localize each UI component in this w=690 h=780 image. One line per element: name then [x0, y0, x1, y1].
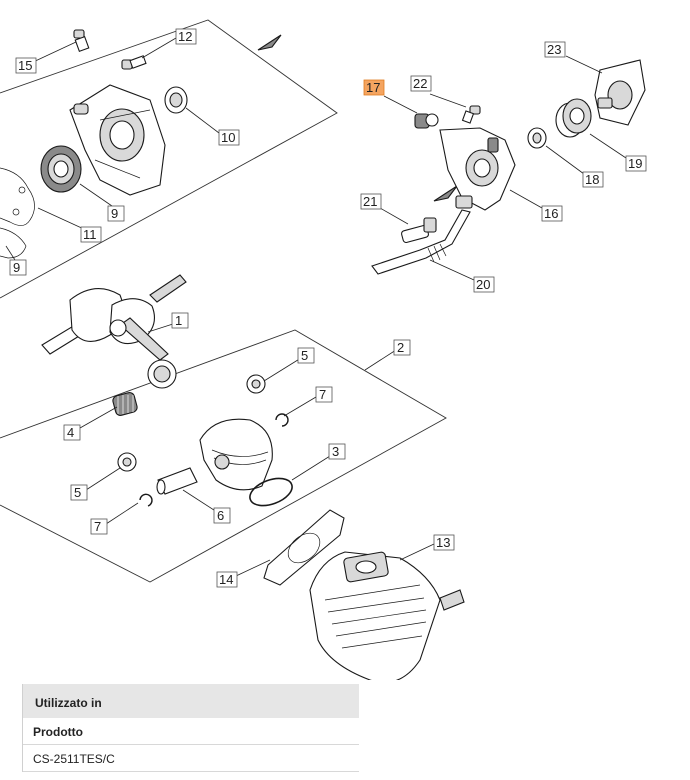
exploded-parts-diagram: 1 2 3 4 5 5 6 7 7 9 9 10	[0, 19, 647, 680]
svg-text:22: 22	[413, 76, 427, 91]
bearing-part-9-lower[interactable]	[0, 227, 27, 259]
callout-18[interactable]: 18	[582, 171, 604, 188]
svg-text:21: 21	[363, 194, 377, 209]
oil-pump-part-16[interactable]	[439, 127, 516, 211]
callout-23[interactable]: 23	[544, 41, 566, 58]
svg-text:10: 10	[221, 130, 235, 145]
bearing-part-9[interactable]	[40, 145, 82, 193]
product-row[interactable]: CS-2511TES/C	[23, 745, 359, 772]
callout-3[interactable]: 3	[328, 443, 346, 460]
screw-part-15[interactable]	[73, 29, 90, 53]
svg-text:17: 17	[366, 80, 380, 95]
svg-text:20: 20	[476, 277, 490, 292]
callout-7-lower[interactable]: 7	[90, 518, 108, 535]
callout-14[interactable]: 14	[216, 571, 238, 588]
piston-pin-part-6[interactable]	[156, 467, 198, 495]
svg-text:3: 3	[332, 444, 339, 459]
callout-4[interactable]: 4	[63, 424, 81, 441]
svg-text:5: 5	[301, 348, 308, 363]
circlip-part-7-upper[interactable]	[275, 413, 289, 427]
crankshaft-part-1[interactable]	[41, 274, 187, 389]
callout-7-upper[interactable]: 7	[315, 386, 333, 403]
arrow-icon	[433, 185, 458, 202]
cylinder-gasket-part-14[interactable]	[263, 509, 345, 586]
svg-text:16: 16	[544, 206, 558, 221]
callout-9-lower[interactable]: 9	[9, 259, 27, 276]
callout-15[interactable]: 15	[15, 57, 37, 74]
callout-17-highlighted[interactable]: 17	[363, 79, 385, 96]
washer-part-18[interactable]	[527, 127, 547, 149]
piston-part[interactable]	[199, 418, 273, 491]
washer-part-5-upper[interactable]	[246, 374, 266, 394]
oil-hose-part-20[interactable]	[371, 195, 473, 275]
piston-group-frame	[0, 329, 447, 583]
fitting-part-21[interactable]	[401, 217, 437, 244]
gasket-part-11[interactable]	[0, 167, 35, 226]
crankcase-group-frame	[0, 19, 338, 299]
callout-19[interactable]: 19	[625, 155, 647, 172]
needle-bearing-part-4[interactable]	[112, 391, 138, 416]
svg-text:9: 9	[13, 260, 20, 275]
callout-6[interactable]: 6	[213, 507, 231, 524]
svg-text:7: 7	[94, 519, 101, 534]
callout-2[interactable]: 2	[393, 339, 411, 356]
svg-text:5: 5	[74, 485, 81, 500]
callout-13[interactable]: 13	[433, 534, 455, 551]
callout-9-upper[interactable]: 9	[107, 205, 125, 222]
screw-part-12[interactable]	[121, 55, 147, 70]
callout-12[interactable]: 12	[175, 28, 197, 45]
svg-text:4: 4	[67, 425, 74, 440]
callout-22[interactable]: 22	[410, 75, 432, 92]
svg-text:12: 12	[178, 29, 192, 44]
svg-text:1: 1	[175, 313, 182, 328]
product-column-label: Prodotto	[23, 718, 359, 745]
arrow-icon	[257, 34, 282, 51]
svg-text:18: 18	[585, 172, 599, 187]
callout-21[interactable]: 21	[360, 193, 382, 210]
callout-11[interactable]: 11	[80, 226, 102, 243]
used-in-table: Utilizzato in Prodotto CS-2511TES/C	[22, 684, 359, 772]
cover-part-23[interactable]	[594, 59, 646, 126]
svg-text:23: 23	[547, 42, 561, 57]
used-in-header: Utilizzato in	[23, 684, 359, 718]
fitting-part-17[interactable]	[414, 113, 439, 129]
product-link[interactable]: CS-2511TES/C	[33, 752, 115, 766]
screw-part-22[interactable]	[461, 105, 481, 124]
svg-text:9: 9	[111, 206, 118, 221]
crankcase-part[interactable]	[69, 84, 166, 196]
cylinder-part-13[interactable]	[309, 551, 465, 680]
piston-ring-part-3[interactable]	[246, 473, 296, 511]
callout-5-lower[interactable]: 5	[70, 484, 88, 501]
svg-text:6: 6	[217, 508, 224, 523]
callout-16[interactable]: 16	[541, 205, 563, 222]
callout-20[interactable]: 20	[473, 276, 495, 293]
circlip-part-7-lower[interactable]	[139, 493, 153, 507]
callout-5-upper[interactable]: 5	[297, 347, 315, 364]
svg-text:19: 19	[628, 156, 642, 171]
bushing-part-19[interactable]	[555, 98, 592, 138]
svg-text:14: 14	[219, 572, 233, 587]
washer-part-5-lower[interactable]	[117, 452, 137, 472]
svg-text:2: 2	[397, 340, 404, 355]
svg-text:7: 7	[319, 387, 326, 402]
callout-1[interactable]: 1	[171, 312, 189, 329]
svg-text:11: 11	[83, 227, 97, 242]
svg-text:13: 13	[436, 535, 450, 550]
svg-text:15: 15	[18, 58, 32, 73]
callout-10[interactable]: 10	[218, 129, 240, 146]
seal-part-10[interactable]	[164, 86, 188, 114]
